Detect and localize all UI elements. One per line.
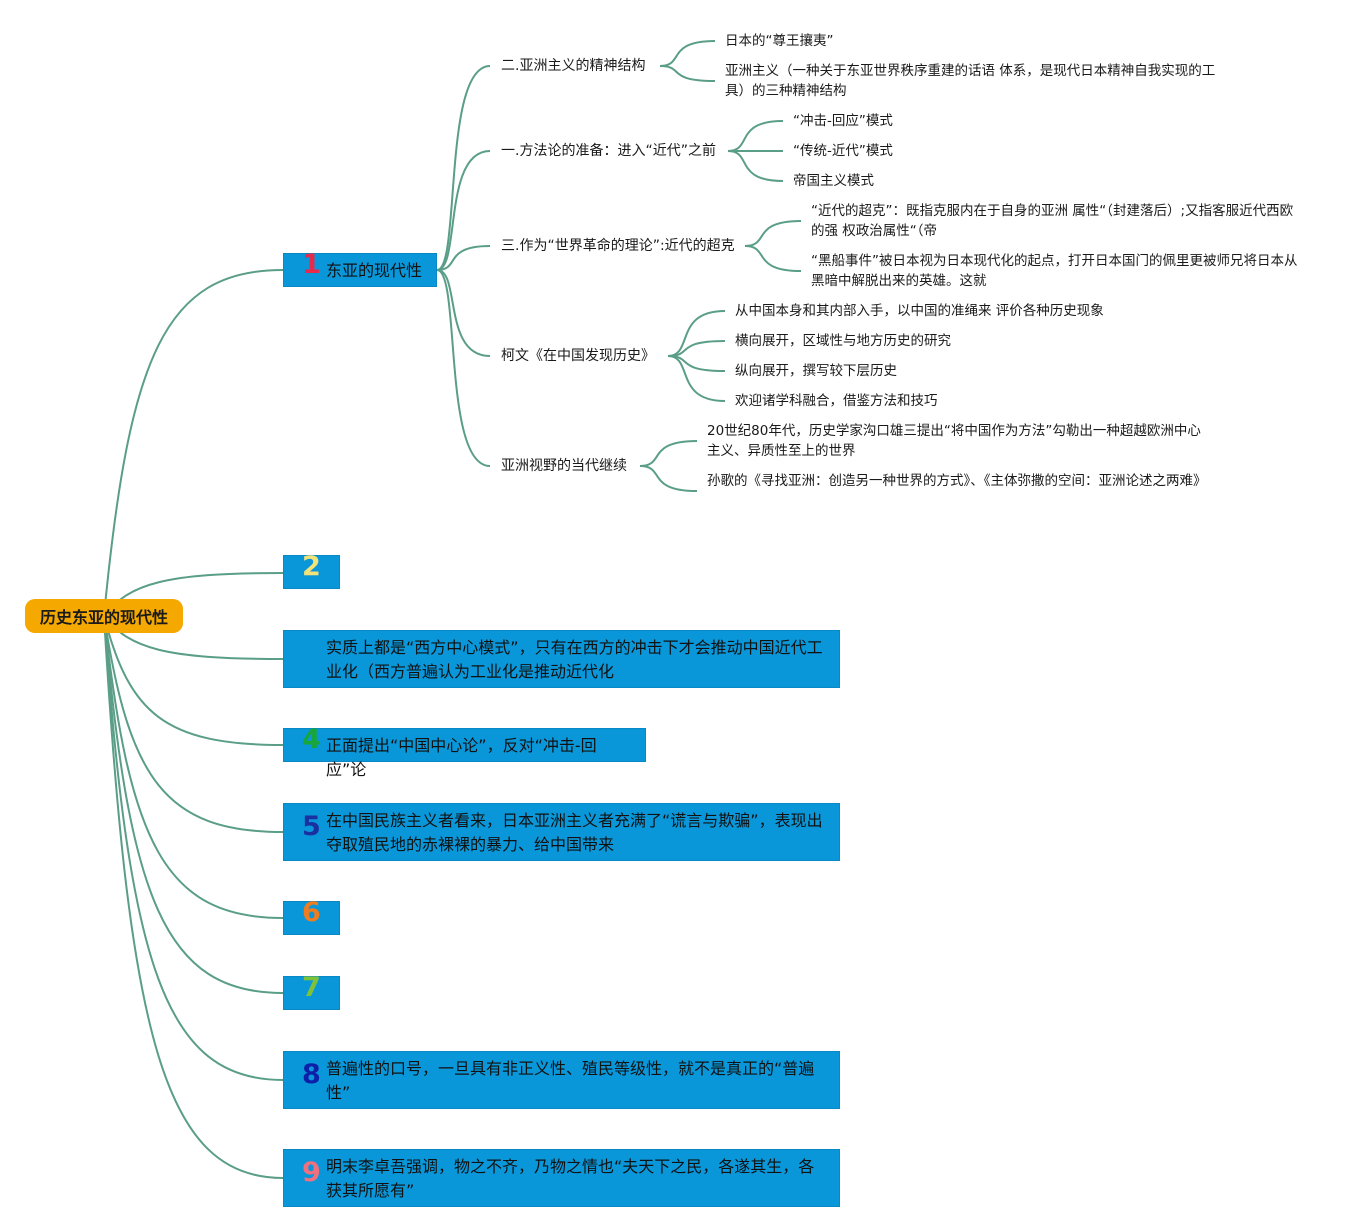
link-sub3-leaf-1 (744, 220, 802, 247)
subtopic-overcoming-modernity[interactable]: 三.作为“世界革命的理论”:近代的超克 (501, 238, 735, 254)
branch-number: 7 (302, 972, 321, 1003)
link-sub5-leaf-2 (639, 465, 698, 492)
link-root-branch-6 (103, 615, 284, 919)
link-sub4-leaf-4 (667, 355, 726, 402)
branch-number: 6 (302, 897, 321, 928)
link-branch1-sub-1 (436, 65, 491, 271)
branch-text: 在中国民族主义者看来，日本亚洲主义者充满了“谎言与欺骗”，表现出夺取殖民地的赤裸… (326, 811, 823, 854)
leaf-item[interactable]: 孙歌的《寻找亚洲：创造另一种世界的方式》、《主体弥撒的空间：亚洲论述之两难》 (707, 473, 1207, 489)
branch-number: 8 (302, 1059, 321, 1090)
branch-2[interactable]: 2 (283, 551, 340, 589)
branch-text: 明末李卓吾强调，物之不齐，乃物之情也“夫天下之民，各遂其生，各获其所愿有” (326, 1157, 815, 1200)
branch-text: 普遍性的口号，一旦具有非正义性、殖民等级性，就不是真正的“普遍性” (326, 1059, 815, 1102)
branch-6[interactable]: 6 (283, 897, 340, 935)
link-sub4-leaf-1 (667, 310, 726, 357)
leaf-item[interactable]: “冲击-回应”模式 (793, 113, 893, 129)
leaf-item[interactable]: 帝国主义模式 (793, 173, 874, 189)
leaf-item[interactable]: 横向展开，区域性与地方历史的研究 (735, 333, 951, 349)
leaf-item[interactable]: “黑船事件”被日本视为日本现代化的起点，打开日本国门的佩里更被师兄将日本从黑暗中… (811, 253, 1298, 289)
subtopic-spirit-structure[interactable]: 二.亚洲主义的精神结构 (501, 58, 646, 74)
link-sub1-leaf-1 (659, 40, 716, 67)
link-sub3-leaf-2 (744, 245, 802, 272)
leaf-item[interactable]: 纵向展开，撰写较下层历史 (735, 363, 897, 379)
branch-1[interactable]: 1 东亚的现代性 (283, 249, 437, 287)
branch-4[interactable]: 4 正面提出“中国中心论”，反对“冲击-回应”论 (283, 724, 646, 779)
branch-5[interactable]: 5 在中国民族主义者看来，日本亚洲主义者充满了“谎言与欺骗”，表现出夺取殖民地的… (283, 803, 840, 861)
link-branch1-sub-2 (436, 150, 491, 271)
branch-number: 4 (302, 724, 321, 755)
link-sub1-leaf-2 (659, 65, 716, 82)
branch-text: 实质上都是“西方中心模式”，只有在西方的冲击下才会推动中国近代工业化（西方普遍认… (326, 638, 823, 681)
branch-7[interactable]: 7 (283, 972, 340, 1010)
branch-3[interactable]: 实质上都是“西方中心模式”，只有在西方的冲击下才会推动中国近代工业化（西方普遍认… (283, 630, 840, 688)
branch-9[interactable]: 9 明末李卓吾强调，物之不齐，乃物之情也“夫天下之民，各遂其生，各获其所愿有” (283, 1149, 840, 1207)
root-topic[interactable]: 历史东亚的现代性 (25, 599, 183, 633)
link-branch1-sub-3 (436, 245, 491, 271)
subtopic-methodology[interactable]: 一.方法论的准备：进入“近代”之前 (501, 143, 716, 159)
subtopic-asia-vision[interactable]: 亚洲视野的当代继续 (501, 458, 627, 474)
branch-text: 东亚的现代性 (326, 261, 423, 280)
link-root-branch-5 (103, 615, 284, 833)
link-branch1-sub-4 (436, 269, 491, 357)
branch-text: 正面提出“中国中心论”，反对“冲击-回应”论 (326, 736, 597, 779)
branch-number: 5 (302, 811, 321, 842)
leaf-item[interactable]: 日本的“尊王攘夷” (725, 33, 834, 49)
leaf-item[interactable]: 欢迎诸学科融合，借鉴方法和技巧 (735, 393, 938, 409)
branch-number: 2 (302, 551, 321, 582)
branch-number: 1 (302, 249, 321, 280)
link-sub5-leaf-1 (639, 440, 698, 467)
link-root-branch-9 (103, 615, 284, 1179)
link-sub2-leaf-1 (727, 120, 784, 152)
link-root-branch-7 (103, 615, 284, 994)
link-root-branch-1 (103, 269, 284, 617)
link-root-branch-8 (103, 615, 284, 1081)
link-branch1-sub-5 (436, 269, 491, 467)
leaf-item[interactable]: 从中国本身和其内部入手，以中国的准绳来 评价各种历史现象 (735, 303, 1104, 319)
branch-8[interactable]: 8 普遍性的口号，一旦具有非正义性、殖民等级性，就不是真正的“普遍性” (283, 1051, 840, 1109)
subtopic-cohen-book[interactable]: 柯文《在中国发现历史》 (501, 348, 655, 364)
leaf-item[interactable]: 亚洲主义（一种关于东亚世界秩序重建的话语 体系，是现代日本精神自我实现的工具）的… (725, 63, 1216, 99)
leaf-item[interactable]: “传统-近代”模式 (793, 143, 893, 159)
leaf-item[interactable]: “近代的超克”：既指克服内在于自身的亚洲 属性“（封建落后）;又指客服近代西欧的… (811, 203, 1294, 239)
link-sub2-leaf-3 (727, 150, 784, 182)
branch-number: 9 (302, 1157, 321, 1188)
link-root-branch-4 (103, 615, 284, 746)
leaf-item[interactable]: 20世纪80年代，历史学家沟口雄三提出“将中国作为方法”勾勒出一种超越欧洲中心主… (707, 423, 1201, 459)
